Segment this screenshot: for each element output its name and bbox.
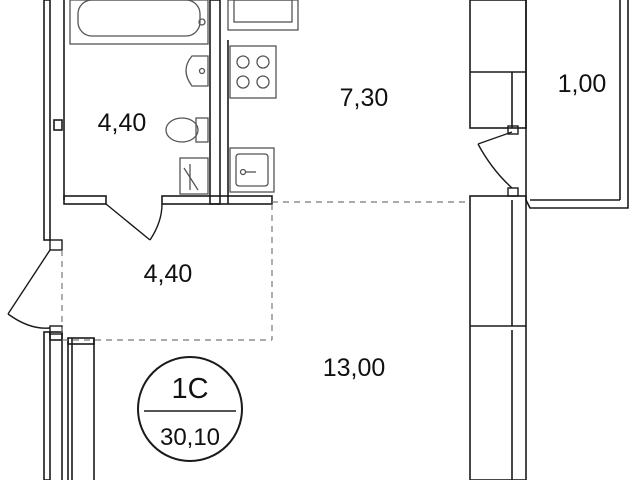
bathtub-drain-icon bbox=[198, 18, 206, 26]
zone-lines bbox=[61, 201, 470, 341]
sink-tap-icon bbox=[198, 67, 206, 75]
balcony-door-jamb-top bbox=[507, 125, 519, 135]
badge-apartment-type: 1С bbox=[171, 373, 208, 405]
entrance-door-swing bbox=[7, 313, 51, 329]
bath-door-leaf bbox=[105, 203, 151, 241]
bathtub-outer bbox=[69, 0, 209, 45]
stove-body bbox=[229, 45, 277, 99]
sink-basin bbox=[185, 55, 209, 87]
wall-niche bbox=[53, 119, 63, 131]
fridge bbox=[227, 0, 299, 31]
balcony-door-swing bbox=[477, 143, 513, 189]
right-column-lower bbox=[469, 195, 527, 480]
washing-machine bbox=[179, 157, 209, 195]
badge-total-area: 30,10 bbox=[160, 424, 220, 451]
walls bbox=[43, 0, 629, 480]
kitchen-sink-outer bbox=[229, 147, 275, 193]
balcony-outline bbox=[525, 0, 629, 209]
bathroom-area-label: 4,40 bbox=[98, 109, 147, 137]
bath-door-swing bbox=[149, 203, 163, 241]
toilet bbox=[165, 117, 209, 143]
washer-body bbox=[179, 157, 209, 195]
hallway-area-label: 4,40 bbox=[144, 260, 193, 288]
left-wall-upper bbox=[43, 0, 51, 241]
stove bbox=[229, 45, 277, 99]
bathtub-inner bbox=[77, 0, 201, 37]
bath-bottom-wall-right bbox=[161, 195, 273, 205]
right-column-upper bbox=[469, 0, 527, 129]
balcony-door-jamb-bottom bbox=[507, 187, 519, 197]
fridge-outer bbox=[227, 0, 299, 31]
apartment-badge: 1С 30,10 bbox=[137, 356, 243, 462]
bath-kitchen-wall bbox=[209, 0, 221, 205]
entrance-door-jamb-top bbox=[49, 239, 63, 251]
kitchen-sink-basin bbox=[235, 153, 269, 187]
balcony-door-leaf bbox=[477, 131, 513, 145]
burner-icon bbox=[236, 75, 250, 89]
burner-icon bbox=[256, 55, 270, 69]
badge-circle bbox=[137, 356, 243, 462]
kitchen-sink bbox=[229, 147, 275, 193]
entrance-door-leaf bbox=[7, 249, 51, 315]
burner-icon bbox=[236, 55, 250, 69]
fridge-inner bbox=[233, 0, 293, 23]
bath-bottom-wall-left bbox=[63, 195, 107, 205]
bathroom-sink bbox=[185, 55, 209, 87]
living-area-label: 13,00 bbox=[323, 354, 386, 382]
washer-door-icon bbox=[183, 167, 199, 191]
toilet-bowl bbox=[165, 117, 199, 143]
kitchen-sink-drain-icon bbox=[239, 168, 247, 176]
kitchen-area-label: 7,30 bbox=[340, 84, 389, 112]
fixtures bbox=[69, 0, 299, 195]
left-wall-lower bbox=[43, 331, 51, 480]
bathtub bbox=[69, 0, 209, 45]
balcony-area-label: 1,00 bbox=[558, 70, 607, 98]
toilet-tank bbox=[195, 117, 209, 143]
burner-icon bbox=[256, 75, 270, 89]
left-wall-jamb bbox=[49, 331, 63, 341]
doors bbox=[7, 125, 519, 335]
